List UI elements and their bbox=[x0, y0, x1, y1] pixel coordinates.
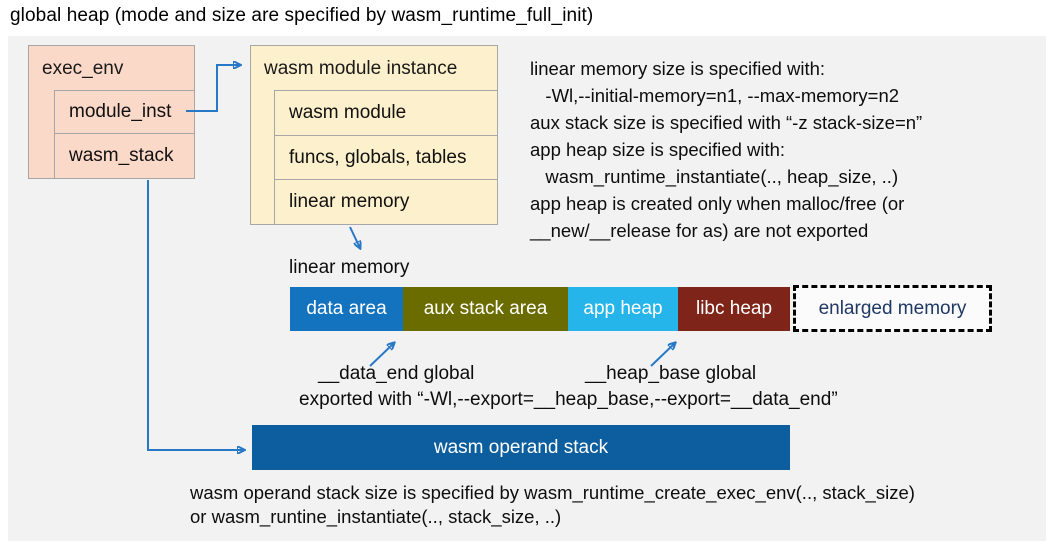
data-end-global-label: __data_end global bbox=[318, 363, 475, 384]
module-inst-field: module_inst bbox=[54, 90, 195, 134]
segment-aux-stack-area: aux stack area bbox=[403, 287, 568, 331]
linear-memory-notes: linear memory size is specified with: -W… bbox=[530, 55, 922, 244]
note-line: -Wl,--initial-memory=n1, --max-memory=n2 bbox=[530, 85, 900, 106]
segment-enlarged-memory: enlarged memory bbox=[793, 285, 992, 332]
note-line: app heap size is specified with: bbox=[530, 139, 786, 160]
segment-data-area: data area bbox=[290, 287, 403, 331]
funcs-globals-tables-field: funcs, globals, tables bbox=[274, 135, 498, 180]
note-line: app heap is created only when malloc/fre… bbox=[530, 193, 905, 214]
wasm-operand-stack-bar: wasm operand stack bbox=[252, 425, 790, 470]
diagram-title: global heap (mode and size are specified… bbox=[10, 5, 594, 26]
heap-base-global-label: __heap_base global bbox=[585, 363, 757, 384]
note-line: linear memory size is specified with: bbox=[530, 58, 826, 79]
note-line: __new/__release for as) are not exported bbox=[530, 220, 869, 241]
note-line: wasm operand stack size is specified by … bbox=[190, 482, 915, 503]
wasm-module-field: wasm module bbox=[274, 90, 498, 136]
exported-with-label: exported with “-Wl,--export=__heap_base,… bbox=[299, 389, 838, 410]
linear-memory-field: linear memory bbox=[274, 179, 498, 225]
segment-app-heap: app heap bbox=[568, 287, 678, 331]
note-line: aux stack size is specified with “-z sta… bbox=[530, 112, 923, 133]
note-line: wasm_runtime_instantiate(.., heap_size, … bbox=[530, 166, 899, 187]
operand-stack-notes: wasm operand stack size is specified by … bbox=[190, 481, 915, 529]
exec-env-label: exec_env bbox=[42, 57, 124, 79]
linear-memory-bar-label: linear memory bbox=[289, 257, 410, 278]
segment-libc-heap: libc heap bbox=[678, 287, 790, 331]
note-line: or wasm_runtine_instantiate(.., stack_si… bbox=[190, 506, 562, 527]
wasm-stack-field: wasm_stack bbox=[54, 133, 195, 179]
module-instance-label: wasm module instance bbox=[264, 57, 458, 79]
